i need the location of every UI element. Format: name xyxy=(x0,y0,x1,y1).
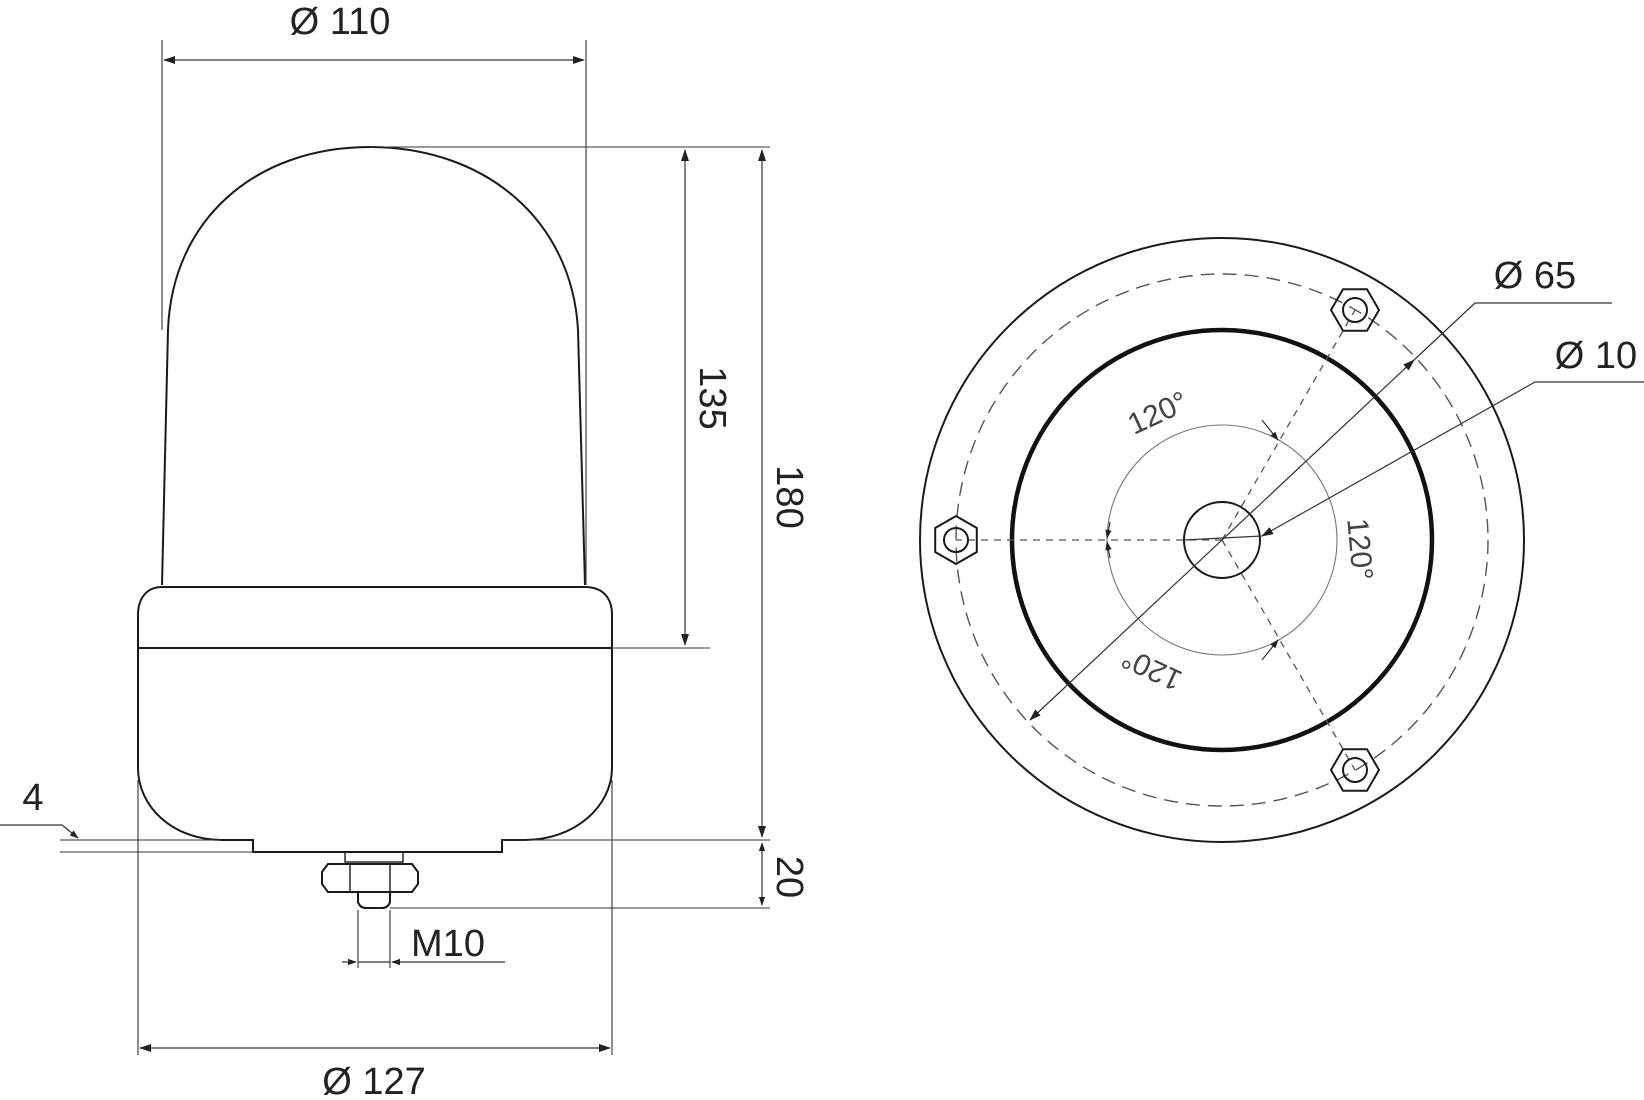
dome-outline xyxy=(161,145,586,586)
bolt-left xyxy=(934,514,978,566)
mounting-nut xyxy=(321,863,419,893)
dim-label-offset-base: 4 xyxy=(22,777,43,819)
dim-label-bolt-circle: Ø 65 xyxy=(1494,255,1576,297)
angle-label-upper: 120° xyxy=(1123,385,1193,441)
base-outer-circle xyxy=(919,237,1525,843)
angle-label-lower: 120° xyxy=(1117,641,1187,697)
leader-offset xyxy=(0,824,79,839)
bolt-hole xyxy=(943,527,969,553)
bolt-centerline xyxy=(1221,309,1356,541)
bolt-bottom-right xyxy=(1329,748,1381,792)
hex-nut-icon xyxy=(1329,288,1381,332)
washer xyxy=(344,851,404,863)
dim-label-center-hole: Ø 10 xyxy=(1555,335,1637,377)
angle-arrow xyxy=(1105,521,1112,539)
bolt-hole xyxy=(1342,757,1368,783)
bolt-circle-dashed xyxy=(955,273,1489,807)
dim-label-height-stud: 20 xyxy=(768,856,810,898)
leader-center-hole xyxy=(1261,381,1536,537)
dim-label-dia-top: Ø 110 xyxy=(290,1,391,43)
angle-arrow xyxy=(1261,639,1279,661)
bolt-top-right xyxy=(1329,288,1381,332)
hex-nut-icon xyxy=(934,514,978,566)
bolt-hole xyxy=(1342,297,1368,323)
angle-arrow xyxy=(1261,419,1279,441)
base-housing-outline xyxy=(137,586,613,853)
hex-nut-icon xyxy=(1329,748,1381,792)
top-view: 120° 120° 120° Ø 65 Ø 10 xyxy=(919,237,1644,843)
dim-label-dia-base: Ø 127 xyxy=(322,1061,426,1100)
dim-label-height-dome: 135 xyxy=(691,366,733,429)
angle-label-right: 120° xyxy=(1340,517,1378,582)
leader-bolt-circle xyxy=(1413,302,1612,361)
dim-label-thread: M10 xyxy=(411,923,485,965)
leader-center-hole-tail xyxy=(1183,535,1263,541)
threaded-stud xyxy=(357,892,391,909)
dim-label-height-total: 180 xyxy=(768,465,810,528)
angle-arrow xyxy=(1105,541,1112,559)
bolt-centerline xyxy=(1221,539,1356,771)
dim-line-bolt-circle xyxy=(1029,359,1415,721)
side-view: Ø 110 135 180 20 4 M10 Ø 127 xyxy=(0,1,810,1100)
